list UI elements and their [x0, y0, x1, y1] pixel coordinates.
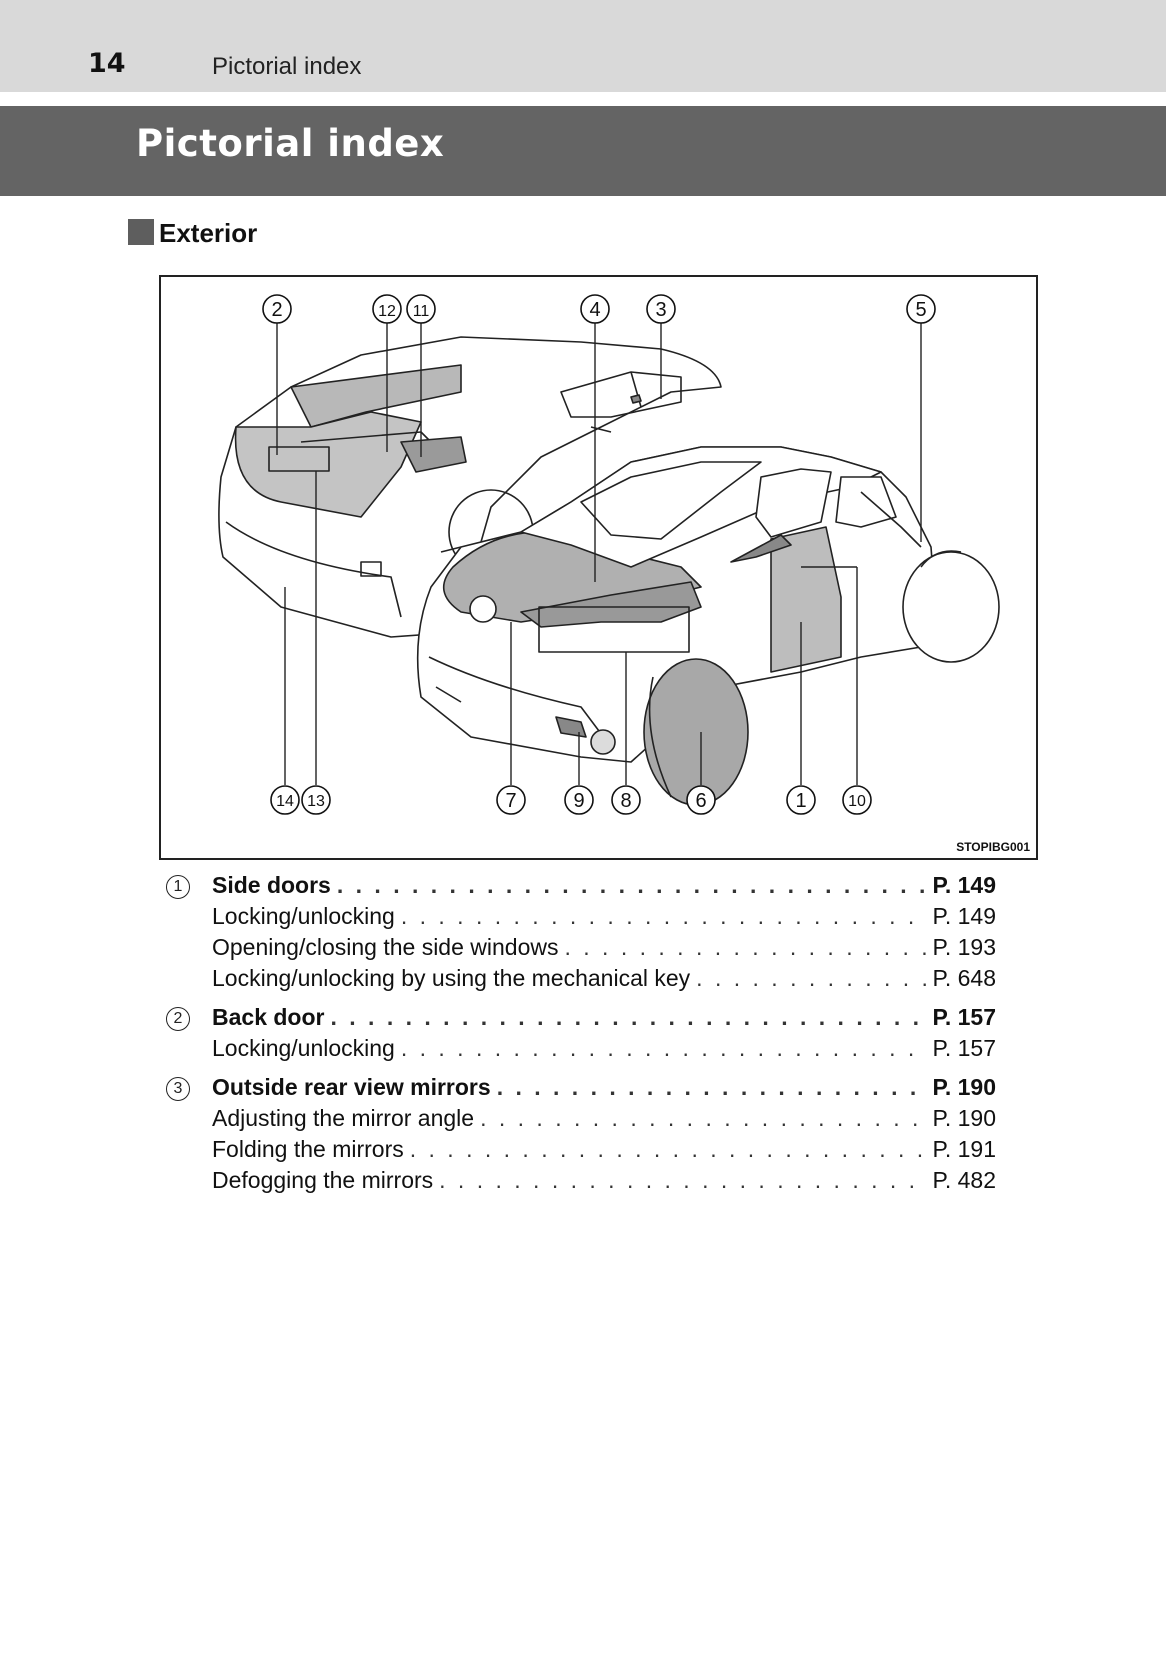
entry-subitem[interactable]: Locking/unlocking by using the mechanica…	[212, 965, 996, 996]
svg-text:10: 10	[848, 793, 866, 810]
entry-subitem[interactable]: Defogging the mirrors. . . . . . . . . .…	[212, 1167, 996, 1198]
entry-subitem[interactable]: Adjusting the mirror angle. . . . . . . …	[212, 1105, 996, 1136]
callout-6: 6	[686, 785, 716, 815]
entry-page-ref: P. 149	[932, 903, 996, 929]
entry-page-ref: P. 190	[932, 1074, 996, 1100]
leader-dots: . . . . . . . . . . . . . . . . . . . . …	[336, 872, 927, 898]
entry-subitem[interactable]: Locking/unlocking. . . . . . . . . . . .…	[212, 1035, 996, 1066]
entry-page-ref: P. 149	[932, 872, 996, 898]
callout-5: 5	[906, 294, 936, 324]
entry-page-ref: P. 157	[932, 1035, 996, 1061]
page-number: 14	[88, 48, 126, 79]
leader-dots: . . . . . . . . . . . . . . . . . . . . …	[696, 965, 926, 991]
entry-subitem[interactable]: Locking/unlocking. . . . . . . . . . . .…	[212, 903, 996, 934]
section-title: Exterior	[159, 218, 258, 248]
svg-text:12: 12	[378, 303, 396, 320]
entry-label: Back door	[212, 1004, 325, 1030]
entry-label: Locking/unlocking by using the mechanica…	[212, 965, 691, 991]
entry-heading[interactable]: Back door. . . . . . . . . . . . . . . .…	[212, 1004, 996, 1035]
svg-text:5: 5	[915, 299, 926, 321]
svg-text:14: 14	[276, 793, 294, 810]
leader-dots: . . . . . . . . . . . . . . . . . . . . …	[480, 1105, 926, 1131]
entry-label: Defogging the mirrors	[212, 1167, 434, 1193]
header-band	[0, 0, 1166, 92]
leader-dots: . . . . . . . . . . . . . . . . . . . . …	[400, 1035, 927, 1061]
entry-heading[interactable]: Outside rear view mirrors. . . . . . . .…	[212, 1074, 996, 1105]
entry-page-ref: P. 193	[932, 934, 996, 960]
entry-page-ref: P. 648	[932, 965, 996, 991]
entry-label: Locking/unlocking	[212, 1035, 395, 1061]
svg-text:13: 13	[307, 793, 325, 810]
callout-12: 12	[372, 294, 402, 324]
svg-text:1: 1	[795, 790, 806, 812]
entry-label: Outside rear view mirrors	[212, 1074, 491, 1100]
title-band	[0, 106, 1166, 196]
svg-text:8: 8	[620, 790, 631, 812]
callout-3: 3	[646, 294, 676, 324]
entry-number-badge: 3	[166, 1077, 190, 1101]
callout-7: 7	[496, 785, 526, 815]
running-title: Pictorial index	[212, 53, 362, 80]
callout-1: 1	[786, 785, 816, 815]
svg-text:11: 11	[413, 303, 430, 320]
entry-label: Opening/closing the side windows	[212, 934, 559, 960]
callout-9: 9	[564, 785, 594, 815]
callout-10: 10	[842, 785, 872, 815]
exterior-illustration: 2 12 11 4 3 5 14 13 7 9 8 6 1 10 STOPIBG…	[159, 275, 1038, 860]
callout-8: 8	[611, 785, 641, 815]
callout-14: 14	[270, 785, 300, 815]
leader-dots: . . . . . . . . . . . . . . . . . . . . …	[439, 1167, 926, 1193]
entry-number-badge: 2	[166, 1007, 190, 1031]
entry-page-ref: P. 157	[932, 1004, 996, 1030]
leader-dots: . . . . . . . . . . . . . . . . . . . . …	[400, 903, 927, 929]
entry-label: Side doors	[212, 872, 331, 898]
svg-text:3: 3	[655, 299, 666, 321]
svg-text:4: 4	[589, 299, 600, 321]
leader-dots: . . . . . . . . . . . . . . . . . . . . …	[496, 1074, 927, 1100]
callout-2: 2	[262, 294, 292, 324]
vehicle-drawing: 2 12 11 4 3 5 14 13 7 9 8 6 1 10	[218, 294, 1000, 815]
entry-page-ref: P. 191	[932, 1136, 996, 1162]
callout-11: 11	[406, 294, 436, 324]
entry-subitem[interactable]: Folding the mirrors. . . . . . . . . . .…	[212, 1136, 996, 1167]
entry-heading[interactable]: Side doors. . . . . . . . . . . . . . . …	[212, 872, 996, 903]
entry-page-ref: P. 190	[932, 1105, 996, 1131]
svg-text:9: 9	[573, 790, 584, 812]
callout-4: 4	[580, 294, 610, 324]
page-title: Pictorial index	[136, 122, 445, 165]
leader-dots: . . . . . . . . . . . . . . . . . . . . …	[564, 934, 926, 960]
entry-label: Locking/unlocking	[212, 903, 395, 929]
figure-code: STOPIBG001	[956, 840, 1030, 854]
leader-dots: . . . . . . . . . . . . . . . . . . . . …	[409, 1136, 927, 1162]
svg-text:6: 6	[695, 790, 706, 812]
entry-subitem[interactable]: Opening/closing the side windows. . . . …	[212, 934, 996, 965]
callout-13: 13	[301, 785, 331, 815]
leader-dots: . . . . . . . . . . . . . . . . . . . . …	[330, 1004, 926, 1030]
entry-number-badge: 1	[166, 875, 190, 899]
svg-text:2: 2	[271, 299, 282, 321]
entry-label: Folding the mirrors	[212, 1136, 404, 1162]
entry-page-ref: P. 482	[932, 1167, 996, 1193]
section-square-icon	[128, 219, 154, 245]
entry-label: Adjusting the mirror angle	[212, 1105, 475, 1131]
svg-text:7: 7	[505, 790, 516, 812]
